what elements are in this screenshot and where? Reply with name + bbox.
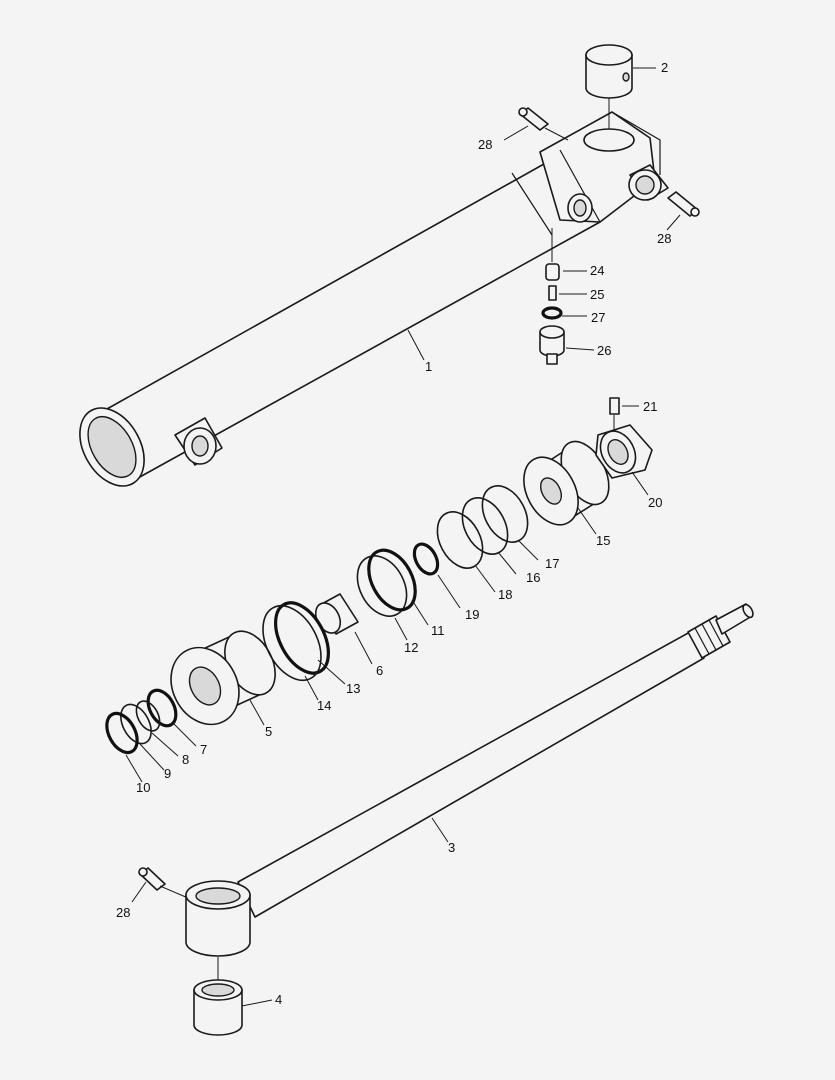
gland-head bbox=[170, 630, 276, 726]
callout-labels: 1 2 3 4 5 6 7 8 9 10 11 12 13 14 15 16 1… bbox=[116, 60, 671, 1007]
callout-13: 13 bbox=[346, 681, 360, 696]
callout-9: 9 bbox=[164, 766, 171, 781]
callout-19: 19 bbox=[465, 607, 479, 622]
callout-2: 2 bbox=[661, 60, 668, 75]
callout-6: 6 bbox=[376, 663, 383, 678]
callout-14: 14 bbox=[317, 698, 331, 713]
callout-11: 11 bbox=[431, 623, 445, 638]
callout-18: 18 bbox=[498, 587, 512, 602]
grease-fitting-side bbox=[667, 191, 700, 217]
callout-3: 3 bbox=[448, 840, 455, 855]
callout-25: 25 bbox=[590, 287, 604, 302]
seal-kit bbox=[105, 485, 529, 755]
callout-16: 16 bbox=[526, 570, 540, 585]
callout-8: 8 bbox=[182, 752, 189, 767]
callout-20: 20 bbox=[648, 495, 662, 510]
callout-12: 12 bbox=[404, 640, 418, 655]
grease-fitting-top bbox=[518, 107, 569, 141]
callout-4: 4 bbox=[275, 992, 282, 1007]
callout-26: 26 bbox=[597, 343, 611, 358]
grease-fitting-bottom bbox=[138, 867, 189, 899]
piston bbox=[523, 440, 610, 526]
callout-5: 5 bbox=[265, 724, 272, 739]
leader-lines bbox=[125, 67, 681, 1007]
callout-17: 17 bbox=[545, 556, 559, 571]
pin-bushing-top bbox=[583, 44, 635, 152]
callout-15: 15 bbox=[596, 533, 610, 548]
callout-1: 1 bbox=[425, 359, 432, 374]
pin-bushing-bottom bbox=[193, 957, 243, 1036]
cylinder-barrel bbox=[79, 111, 669, 487]
callout-28-top: 28 bbox=[478, 137, 492, 152]
callout-7: 7 bbox=[200, 742, 207, 757]
callout-28-bottom: 28 bbox=[116, 905, 130, 920]
lock-nut bbox=[595, 397, 653, 479]
callout-24: 24 bbox=[590, 263, 604, 278]
callout-10: 10 bbox=[136, 780, 150, 795]
callout-28-side: 28 bbox=[657, 231, 671, 246]
piston-rod bbox=[185, 603, 754, 957]
check-valve-parts bbox=[539, 228, 565, 365]
callout-21: 21 bbox=[643, 399, 657, 414]
callout-27: 27 bbox=[591, 310, 605, 325]
